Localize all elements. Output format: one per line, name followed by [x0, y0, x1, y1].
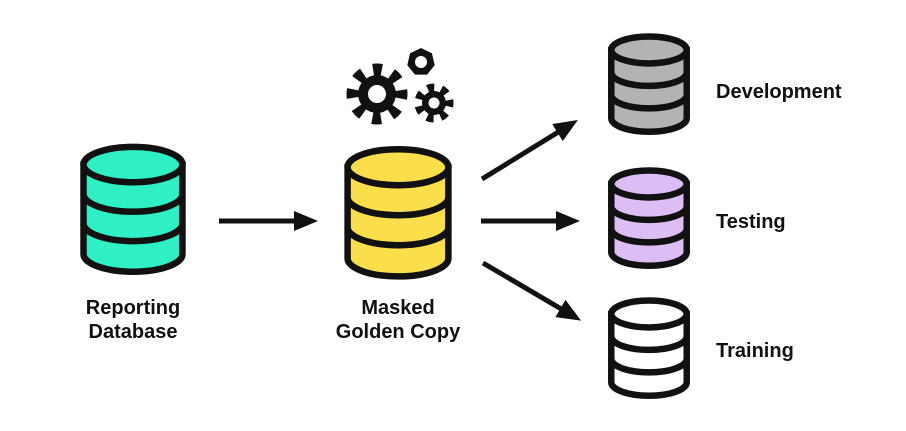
large-gear-icon [346, 63, 408, 125]
training-cylinder [604, 296, 694, 402]
development-cylinder [604, 32, 694, 138]
masked-golden-copy-cylinder [338, 143, 458, 285]
medium-gear-icon [414, 83, 454, 123]
arrow-process-to-development [480, 119, 578, 182]
reporting-database-cylinder [74, 141, 192, 280]
development-label: Development [716, 81, 842, 103]
gears-icon [346, 48, 454, 125]
training-label: Training [716, 340, 794, 362]
small-nut-icon [407, 48, 435, 75]
testing-cylinder [604, 166, 694, 272]
masked-golden-copy-label: Masked Golden Copy [335, 297, 461, 343]
testing-label: Testing [716, 211, 786, 233]
arrow-process-to-training [481, 260, 582, 321]
reporting-database-label: Reporting Database [85, 297, 181, 343]
